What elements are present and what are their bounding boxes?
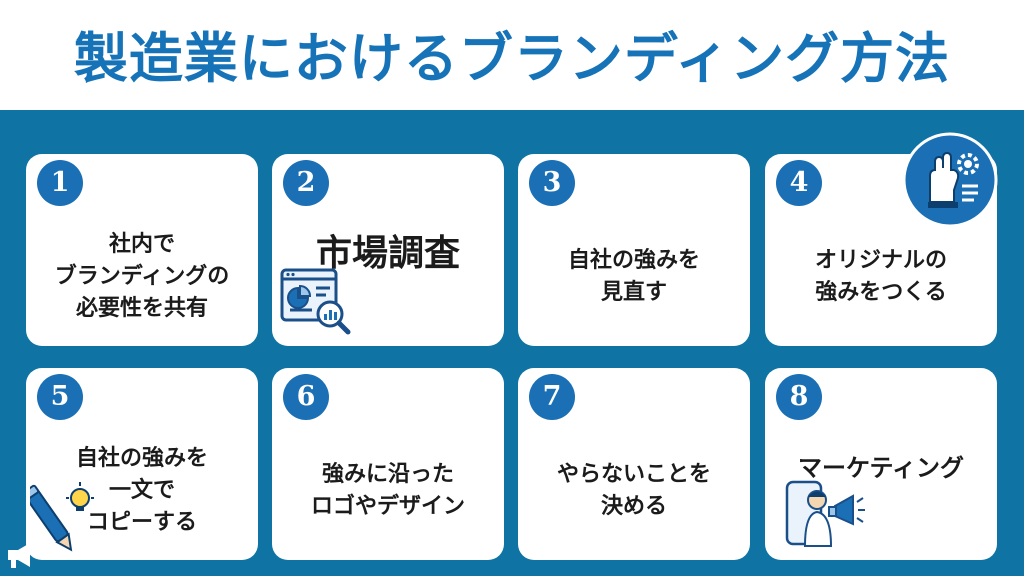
card-text: 市場調査	[315, 232, 460, 274]
step-number-badge: 4	[776, 160, 822, 206]
card-text: 自社の強みを 見直す	[567, 248, 700, 305]
card-8: 8 マーケティング	[765, 368, 997, 560]
card-text: オリジナルの 強みをつくる	[814, 248, 947, 305]
card-text: マーケティング	[797, 453, 965, 482]
card-7: 7 やらないことを 決める	[518, 368, 750, 560]
card-text: 強みに沿った ロゴやデザイン	[310, 462, 465, 519]
header: 製造業におけるブランディング方法	[0, 0, 1024, 110]
step-number-badge: 7	[529, 374, 575, 420]
card-2: 2 市場調査	[272, 154, 504, 346]
step-number-badge: 6	[283, 374, 329, 420]
cards-panel: 1 社内で ブランディングの 必要性を共有 2 市場調査 3 自社の強みを 見直…	[0, 110, 1024, 576]
megaphone-icon	[8, 543, 30, 568]
hand-gear-icon	[902, 132, 998, 228]
card-6: 6 強みに沿った ロゴやデザイン	[272, 368, 504, 560]
page-title: 製造業におけるブランディング方法	[73, 27, 951, 90]
card-4: 4 オリジナルの 強みをつくる	[765, 154, 997, 346]
step-number-badge: 8	[776, 374, 822, 420]
card-3: 3 自社の強みを 見直す	[518, 154, 750, 346]
card-1: 1 社内で ブランディングの 必要性を共有	[26, 154, 258, 346]
card-text: 社内で ブランディングの 必要性を共有	[54, 232, 230, 321]
step-number-badge: 3	[529, 160, 575, 206]
card-text: 自社の強みを 一文で コピーする	[75, 446, 208, 535]
step-number-badge: 2	[283, 160, 329, 206]
pencil-lightbulb-icon	[30, 482, 94, 552]
web-analytics-icon	[280, 268, 351, 335]
step-number-badge: 5	[37, 374, 83, 420]
card-5: 5 自社の強みを 一文で コピーする	[26, 368, 258, 560]
step-number-badge: 1	[37, 160, 83, 206]
card-text: やらないことを 決める	[556, 462, 711, 519]
megaphone-person-icon	[785, 480, 865, 547]
